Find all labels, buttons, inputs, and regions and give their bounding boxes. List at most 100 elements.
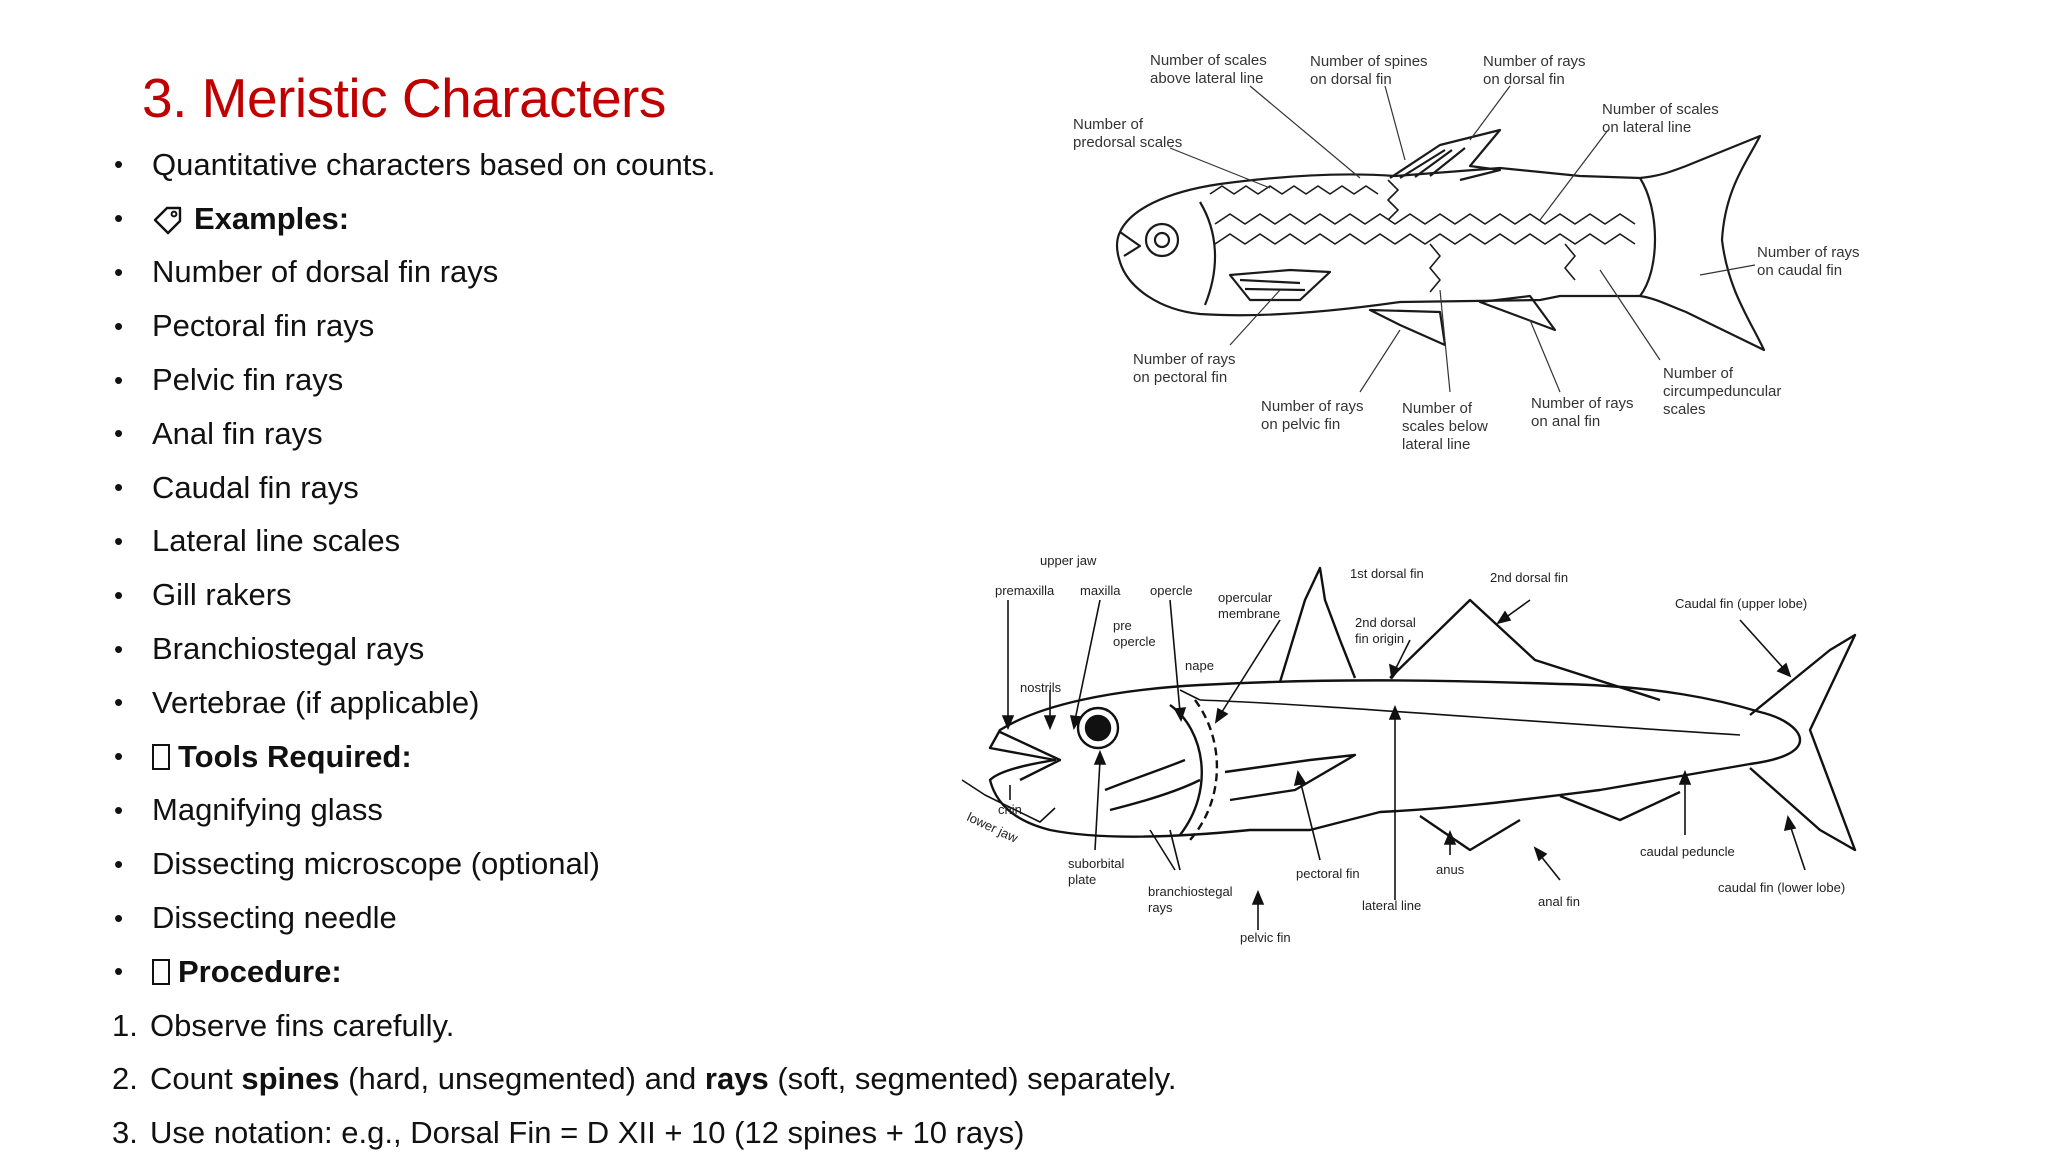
label: lateral line — [1362, 898, 1421, 913]
label: circumpeduncular — [1663, 383, 1781, 400]
label: caudal peduncle — [1640, 844, 1735, 859]
list-item: • Gill rakers — [114, 577, 292, 613]
example-item: Gill rakers — [152, 577, 292, 613]
bullet: • — [114, 149, 124, 180]
content-list: • Quantitative characters based on count… — [112, 138, 1192, 1160]
examples-label: Examples: — [194, 200, 350, 236]
label: Number of — [1073, 116, 1144, 133]
label: plate — [1068, 872, 1096, 887]
label: chin — [998, 802, 1022, 817]
example-item: Number of dorsal fin rays — [152, 254, 499, 290]
example-item: Pectoral fin rays — [152, 308, 375, 344]
label: anus — [1436, 862, 1465, 877]
label: opercle — [1113, 634, 1156, 649]
list-item: • Pectoral fin rays — [114, 308, 375, 344]
step-text: Use notation: e.g., Dorsal Fin = D XII +… — [150, 1115, 1025, 1151]
fish-outline — [1115, 128, 1766, 352]
label: pectoral fin — [1296, 866, 1360, 881]
rays-term: rays — [704, 1061, 769, 1097]
step-number: 2. — [112, 1061, 138, 1097]
label: Caudal fin (upper lobe) — [1675, 596, 1807, 611]
label: 2nd dorsal — [1355, 615, 1416, 630]
list-item: • Lateral line scales — [114, 523, 401, 559]
label: on dorsal fin — [1310, 71, 1392, 88]
tool-item: Dissecting microscope (optional) — [152, 846, 600, 882]
label: 2nd dorsal fin — [1490, 570, 1568, 585]
example-item: Vertebrae (if applicable) — [152, 684, 480, 720]
meristic-fish-diagram: Number of scales above lateral line Numb… — [1073, 52, 1860, 453]
fish-anatomy-diagram: upper jaw premaxilla maxilla opercle pre… — [961, 553, 1857, 945]
label: opercular — [1218, 590, 1273, 605]
label: suborbital — [1068, 856, 1124, 871]
label: Number of — [1663, 365, 1734, 382]
leader-arrows — [1001, 599, 1806, 930]
procedure-label: Procedure: — [178, 953, 342, 989]
label: caudal fin (lower lobe) — [1718, 880, 1845, 895]
step-text: Count spines (hard, unsegmented) and ray… — [150, 1061, 1177, 1097]
step-item: 2. Count spines (hard, unsegmented) and … — [112, 1053, 1192, 1107]
label: Number of rays — [1483, 53, 1586, 70]
list-item: • Dissecting needle — [114, 900, 397, 936]
list-item: • Pelvic fin rays — [114, 362, 344, 398]
label: Number of rays — [1261, 398, 1364, 415]
step-item: 1. Observe fins carefully. — [112, 999, 1192, 1053]
label: scales — [1663, 401, 1706, 418]
label: Number of scales — [1150, 52, 1267, 69]
label: membrane — [1218, 606, 1280, 621]
list-item: • Vertebrae (if applicable) — [114, 684, 480, 720]
label: on caudal fin — [1757, 262, 1842, 279]
label: Number of scales — [1602, 101, 1719, 118]
tools-label: Tools Required: — [178, 738, 412, 774]
label: opercle — [1150, 583, 1193, 598]
diagram-labels: Number of scales above lateral line Numb… — [1073, 52, 1860, 453]
intro-text: Quantitative characters based on counts. — [152, 146, 716, 182]
label: pelvic fin — [1240, 930, 1291, 945]
list-item: • Number of dorsal fin rays — [114, 254, 499, 290]
label: upper jaw — [1040, 553, 1097, 568]
label: anal fin — [1538, 894, 1580, 909]
label: maxilla — [1080, 583, 1121, 598]
step-item: 3. Use notation: e.g., Dorsal Fin = D XI… — [112, 1106, 1192, 1160]
example-item: Branchiostegal rays — [152, 631, 425, 667]
list-item: • Examples: — [112, 192, 1192, 246]
step-number: 1. — [112, 1007, 138, 1043]
label: on anal fin — [1531, 413, 1600, 430]
tag-icon — [153, 206, 182, 234]
label: on pectoral fin — [1133, 369, 1227, 386]
bullet: • — [114, 203, 124, 234]
label: lateral line — [1402, 436, 1470, 453]
label: rays — [1148, 900, 1173, 915]
missing-glyph-icon — [152, 958, 170, 985]
leader-lines — [1169, 85, 1756, 393]
example-item: Lateral line scales — [152, 523, 401, 559]
tool-item: Magnifying glass — [152, 792, 383, 828]
label: Number of rays — [1757, 244, 1860, 261]
label: nape — [1185, 658, 1214, 673]
step-number: 3. — [112, 1115, 138, 1151]
label: on pelvic fin — [1261, 416, 1340, 433]
label: nostrils — [1020, 680, 1062, 695]
label: Number of rays — [1531, 395, 1634, 412]
list-item: • Anal fin rays — [114, 415, 323, 451]
step-text: Observe fins carefully. — [150, 1007, 455, 1043]
label: pre — [1113, 618, 1132, 633]
list-item: • Quantitative characters based on count… — [112, 138, 1192, 192]
diagram-labels: upper jaw premaxilla maxilla opercle pre… — [965, 553, 1845, 945]
label: above lateral line — [1150, 70, 1263, 87]
fish-outline — [961, 566, 1857, 852]
slide-title: 3. Meristic Characters — [142, 67, 666, 129]
example-item: Anal fin rays — [152, 415, 323, 451]
list-item: • Branchiostegal rays — [114, 631, 425, 667]
label: predorsal scales — [1073, 134, 1182, 151]
example-item: Pelvic fin rays — [152, 362, 344, 398]
missing-glyph-icon — [152, 743, 170, 770]
label: 1st dorsal fin — [1350, 566, 1424, 581]
spines-term: spines — [241, 1061, 340, 1097]
list-item: • Tools Required: — [114, 738, 412, 774]
label: scales below — [1402, 418, 1488, 435]
list-item: • Dissecting microscope (optional) — [114, 846, 600, 882]
label: Number of — [1402, 400, 1473, 417]
example-item: Caudal fin rays — [152, 469, 359, 505]
tool-item: Dissecting needle — [152, 900, 397, 936]
